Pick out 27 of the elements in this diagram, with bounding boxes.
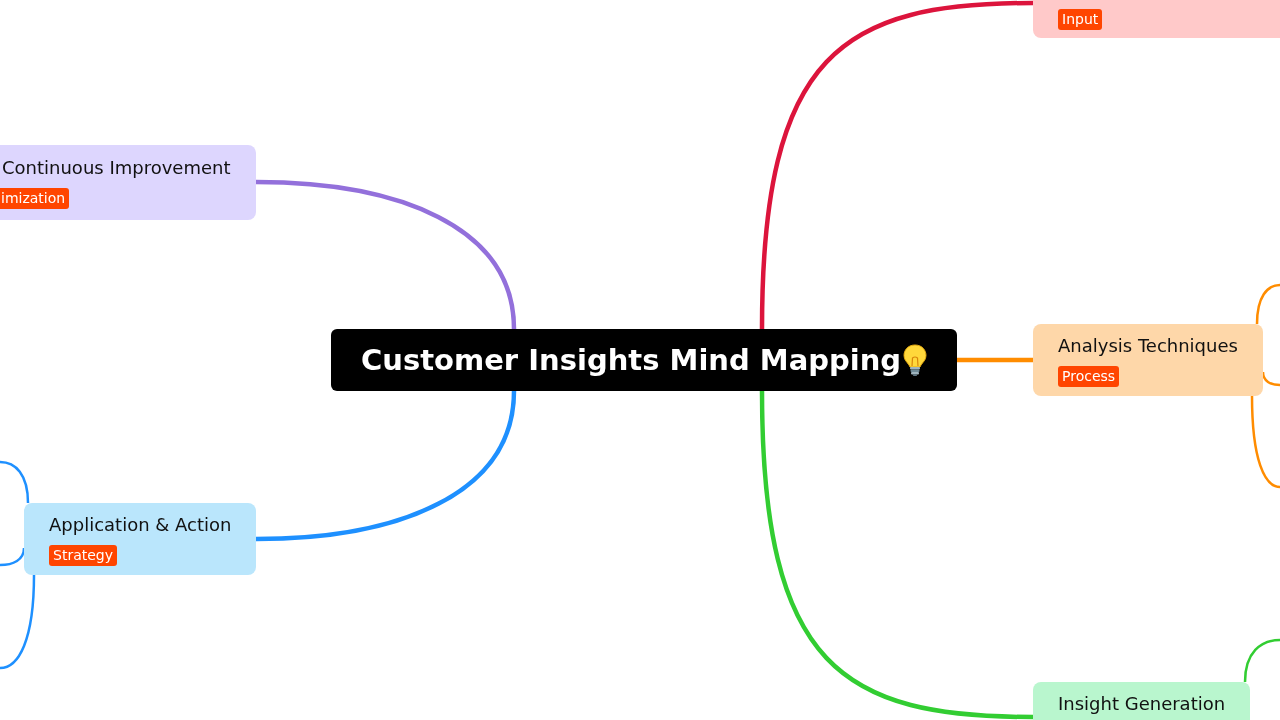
branch-line (1261, 371, 1280, 387)
topic-box (0, 145, 256, 220)
topic-title: Application & Action (49, 514, 232, 536)
central-topic-box (331, 329, 957, 391)
topic-box (1033, 682, 1250, 720)
branch-line (957, 357, 1033, 363)
branch-line (759, 0, 1034, 330)
branch-line (1243, 638, 1280, 683)
tag-label: Strategy (49, 545, 117, 566)
branch-line (0, 547, 26, 567)
tag-label: imization (0, 188, 70, 209)
central-topic-title: Customer Insights Mind Mapping (361, 342, 902, 378)
branch-line (255, 179, 517, 330)
topic-box (1033, 0, 1280, 38)
branch-line (1255, 283, 1280, 325)
topic-box (24, 503, 256, 575)
branch-line (0, 460, 30, 504)
topic-box (1033, 324, 1263, 396)
branch-line (1250, 395, 1280, 489)
branch-line (255, 390, 517, 542)
tag-label: Input (1058, 9, 1103, 30)
branch-line (759, 390, 1034, 720)
topic-title: Insight Generation (1058, 693, 1226, 715)
topic-title: Analysis Techniques (1058, 335, 1238, 357)
tag-label: Process (1058, 366, 1120, 387)
branch-line (0, 574, 36, 670)
topic-title: Continuous Improvement (2, 157, 231, 179)
